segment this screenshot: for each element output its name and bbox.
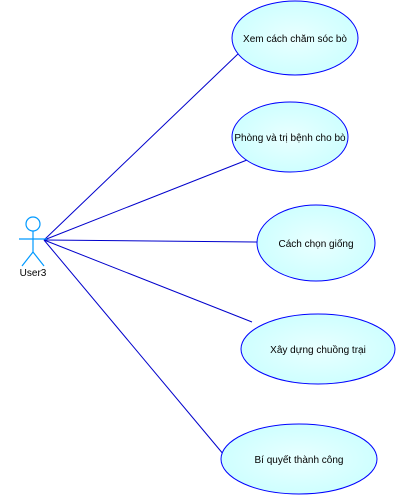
use-case-label: Xem cách chăm sóc bò xyxy=(243,34,347,45)
association-line-breed xyxy=(43,239,259,243)
association-line-barn xyxy=(43,239,253,323)
association-line-care xyxy=(43,51,241,241)
use-case-ellipse xyxy=(240,313,396,385)
association-line-success xyxy=(43,239,225,456)
use-case-label: Xây dựng chuồng trại xyxy=(270,344,366,356)
use-case-care[interactable]: Xem cách chăm sóc bò xyxy=(231,0,359,76)
use-case-breed[interactable]: Cách chọn giống xyxy=(256,204,376,282)
actor-name: User3 xyxy=(20,268,47,279)
associations xyxy=(43,51,259,456)
use-case-disease[interactable]: Phòng và trị bệnh cho bò xyxy=(231,101,349,173)
use-case-success[interactable]: Bí quyết thành công xyxy=(220,423,378,495)
association-line-disease xyxy=(43,159,248,241)
use-case-ellipse xyxy=(231,101,349,173)
use-case-label: Bí quyết thành công xyxy=(255,454,344,466)
use-case-ellipse xyxy=(231,0,359,76)
use-case-barn[interactable]: Xây dựng chuồng trại xyxy=(240,313,396,385)
use-case-label: Phòng và trị bệnh cho bò xyxy=(234,133,346,144)
actor-user3[interactable] xyxy=(19,216,47,267)
actor-left-leg xyxy=(21,251,34,267)
use-case-ellipse xyxy=(220,423,378,495)
use-case-ellipse xyxy=(256,204,376,282)
actor-head xyxy=(25,216,41,232)
actor-right-leg xyxy=(32,251,45,267)
use-case-label: Cách chọn giống xyxy=(278,238,353,250)
